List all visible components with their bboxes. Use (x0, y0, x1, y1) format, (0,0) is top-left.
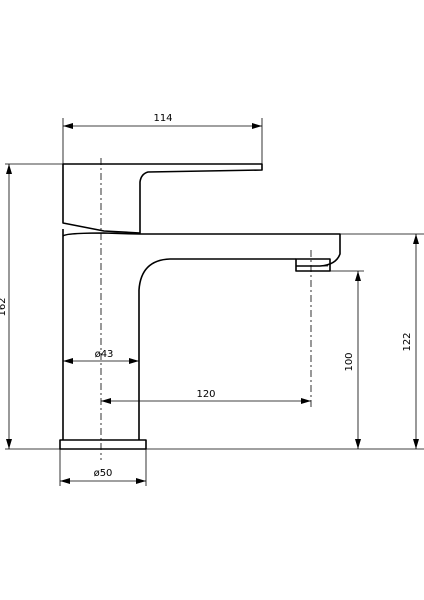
aerator (295, 258, 331, 272)
dim-spout-height-inner-label: 100 (344, 352, 355, 371)
dim-spout-height-inner: 100 (344, 271, 361, 449)
dim-handle-length-label: 114 (153, 113, 172, 124)
dim-base-diameter: ø50 (60, 468, 146, 484)
dim-body-diameter: ø43 (63, 349, 139, 364)
base (59, 439, 147, 450)
dim-total-height: 162 (0, 164, 12, 449)
dim-spout-height-outer-label: 122 (402, 332, 413, 351)
dim-spout-height-outer: 122 (402, 234, 419, 449)
dim-body-diameter-label: ø43 (95, 349, 114, 360)
lever-handle (62, 163, 263, 234)
spout-underside (138, 258, 296, 440)
dim-total-height-label: 162 (0, 297, 8, 316)
spout-top (62, 232, 341, 267)
dim-spout-reach: 120 (101, 389, 311, 404)
dim-handle-length: 114 (63, 113, 262, 129)
dim-spout-reach-label: 120 (196, 389, 215, 400)
dim-base-diameter-label: ø50 (94, 468, 113, 479)
faucet-outline (59, 163, 341, 450)
extension-lines (5, 118, 424, 486)
